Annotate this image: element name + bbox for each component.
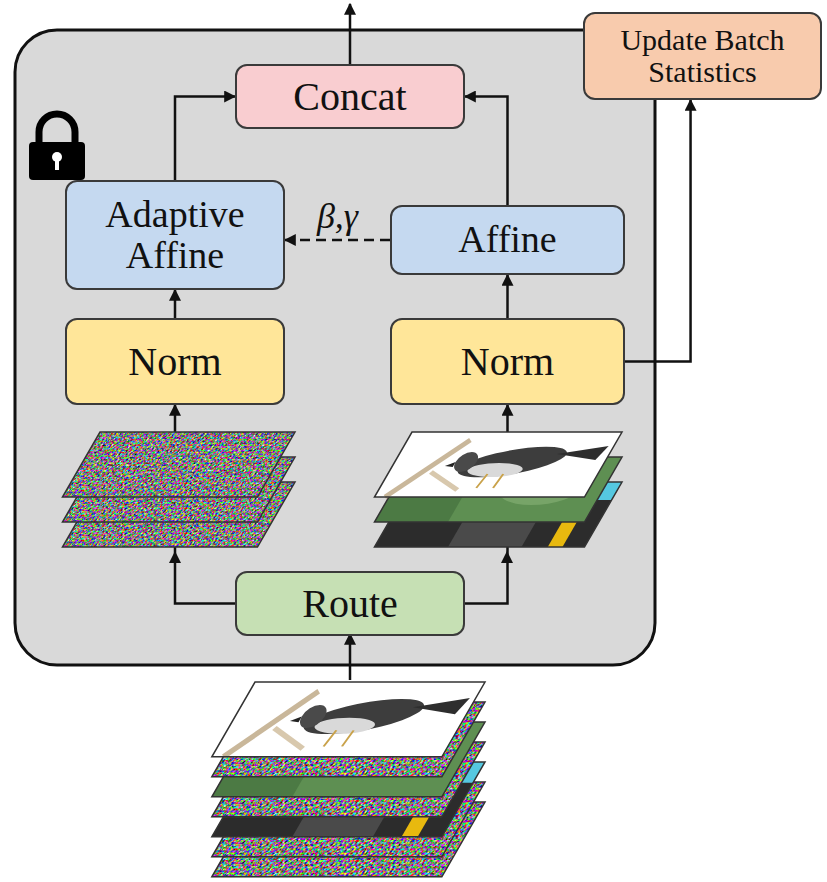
- box-label: Route: [245, 582, 455, 625]
- box-label: Adaptive Affine: [75, 194, 275, 276]
- input-arrow: [349, 634, 352, 680]
- input-image-stack: [212, 682, 485, 877]
- flow-arrow: [175, 97, 235, 181]
- parameter-arrow: [285, 239, 390, 242]
- norm-box: Norm: [65, 318, 285, 405]
- box-label: Concat: [245, 75, 455, 118]
- box-label: Affine: [400, 219, 615, 260]
- output-arrow: [349, 4, 352, 66]
- module-frame: [15, 30, 655, 665]
- norm-box: Norm: [390, 318, 625, 405]
- adaptive-affine-box: Adaptive Affine: [65, 180, 285, 290]
- edge-label: β,γ: [314, 198, 361, 236]
- box-label: Norm: [75, 340, 275, 383]
- clean-image-stack: [374, 432, 622, 563]
- flow-arrow: [465, 97, 508, 206]
- route-box: Route: [235, 571, 465, 636]
- box-label: Update Batch Statistics: [593, 24, 812, 89]
- concat-box: Concat: [235, 64, 465, 129]
- lock-icon: [29, 114, 85, 180]
- flow-arrow: [174, 290, 177, 318]
- affine-box: Affine: [390, 205, 625, 275]
- process-box: Update Batch Statistics: [583, 12, 822, 100]
- box-label: Norm: [400, 340, 615, 383]
- noise-image-stack: [62, 432, 295, 563]
- flow-arrow: [625, 100, 691, 362]
- flow-arrow: [506, 275, 509, 318]
